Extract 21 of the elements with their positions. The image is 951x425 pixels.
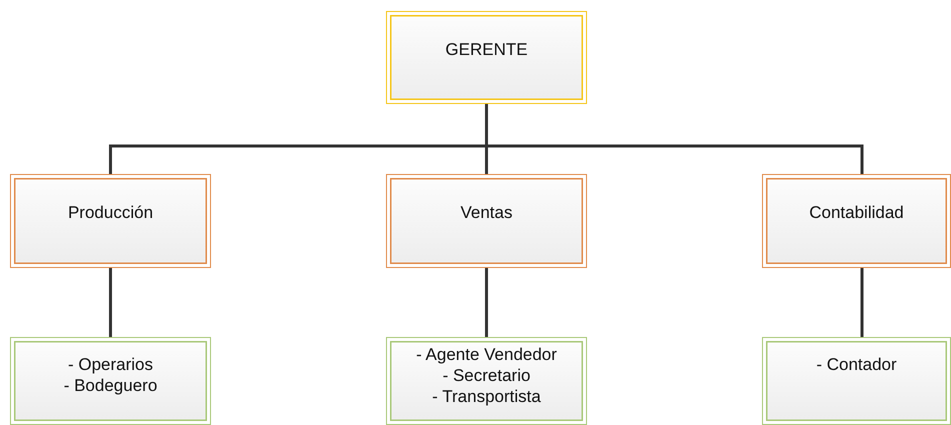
connector-line (109, 268, 112, 337)
org-box (10, 174, 211, 268)
role-label: GERENTE (444, 39, 529, 60)
role-label: Contabilidad (808, 202, 905, 223)
role-label: - Bodeguero (62, 375, 158, 396)
role-label: - Secretario (442, 365, 532, 386)
role-label: - Operarios (66, 354, 154, 375)
connector-line (485, 104, 864, 174)
connector-line (485, 268, 488, 337)
org-box (762, 337, 951, 425)
role-label: Producción (66, 202, 154, 223)
org-box (386, 11, 587, 104)
connector-line (860, 268, 864, 337)
role-label: - Contador (815, 354, 898, 375)
role-label: - Agente Vendedor (415, 344, 558, 365)
org-box (386, 174, 587, 268)
org-box (386, 337, 587, 425)
org-box (10, 337, 211, 425)
org-box (762, 174, 951, 268)
role-label: - Transportista (431, 386, 542, 407)
role-label: Ventas (460, 202, 514, 223)
